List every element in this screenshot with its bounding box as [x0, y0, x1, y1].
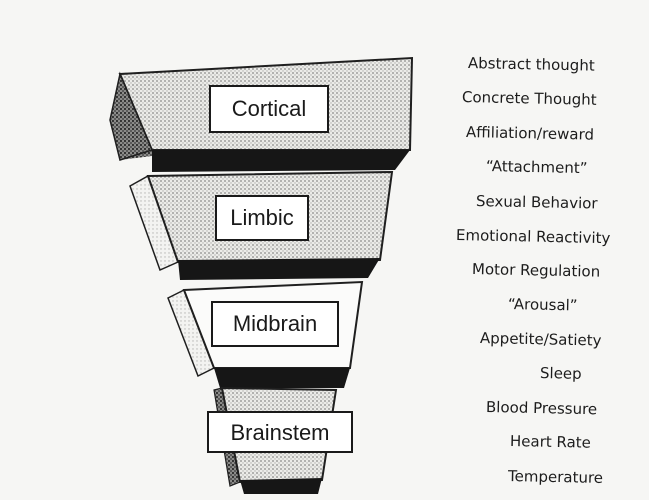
level-label-limbic: Limbic: [230, 205, 294, 230]
limbic-base-band: [178, 258, 380, 280]
function-item: Motor Regulation: [472, 260, 601, 281]
midbrain-base-band: [214, 368, 350, 388]
function-item: Concrete Thought: [462, 88, 597, 109]
brainstem-base-band: [240, 478, 322, 494]
function-item: Appetite/Satiety: [480, 329, 602, 350]
label-box-limbic: Limbic: [216, 196, 308, 240]
function-item: Abstract thought: [468, 54, 595, 75]
function-item: Emotional Reactivity: [456, 226, 611, 247]
function-item: Sleep: [540, 364, 582, 383]
function-item: Sexual Behavior: [476, 192, 598, 213]
cortical-base-band: [152, 150, 410, 172]
function-item: Temperature: [508, 467, 603, 487]
function-item: Blood Pressure: [486, 398, 598, 418]
label-box-cortical: Cortical: [210, 86, 328, 132]
label-box-midbrain: Midbrain: [212, 302, 338, 346]
function-item: “Arousal”: [508, 295, 578, 314]
level-label-cortical: Cortical: [232, 96, 307, 121]
label-box-brainstem: Brainstem: [208, 412, 352, 452]
level-label-brainstem: Brainstem: [230, 420, 329, 445]
level-label-midbrain: Midbrain: [233, 311, 317, 336]
function-item: Affiliation/reward: [466, 123, 594, 144]
function-item: “Attachment”: [486, 157, 588, 177]
function-item: Heart Rate: [510, 432, 591, 452]
